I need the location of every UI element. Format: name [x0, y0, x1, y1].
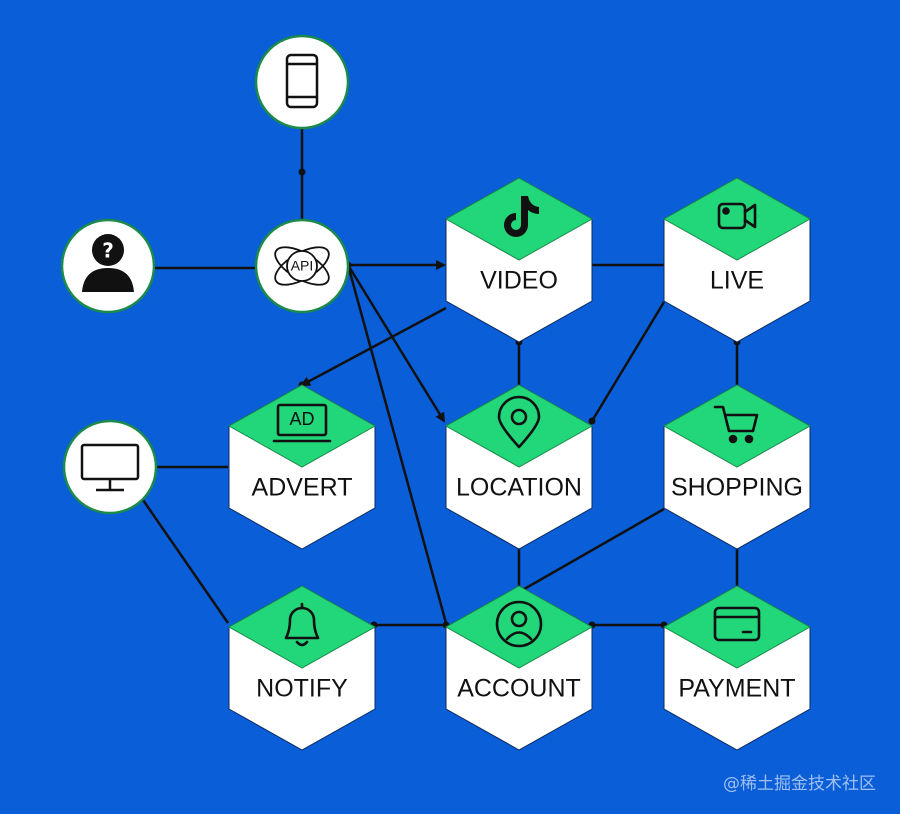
- edge-api-account: [346, 264, 448, 624]
- phone-icon: [285, 53, 319, 109]
- hex-top: [662, 585, 812, 669]
- api-label: API: [291, 258, 314, 274]
- hex-nodes: VIDEO LIVE AD ADVERT LOCATION SHOPPING NOTIFY A…: [227, 177, 812, 751]
- hex-top: [444, 384, 594, 468]
- node-label-live: LIVE: [710, 267, 764, 295]
- unknown-user-icon: ?: [82, 234, 134, 292]
- hex-node-location: LOCATION: [444, 384, 594, 550]
- watermark: @稀土掘金技术社区: [723, 774, 876, 794]
- hex-node-notify: NOTIFY: [227, 585, 377, 751]
- monitor-icon: [80, 443, 140, 492]
- edge-location-live: [590, 301, 666, 422]
- hex-top: [227, 384, 377, 468]
- hex-node-payment: PAYMENT: [662, 585, 812, 751]
- api-node: API: [254, 218, 350, 314]
- node-label-shopping: SHOPPING: [671, 474, 803, 502]
- ad-badge-label: AD: [289, 409, 314, 429]
- hex-top: [662, 384, 812, 468]
- credit-card-icon: [713, 606, 761, 642]
- hex-node-video: VIDEO: [444, 177, 594, 343]
- node-label-location: LOCATION: [456, 474, 582, 502]
- phone-node: [254, 34, 350, 130]
- api-icon: [274, 246, 330, 286]
- user-icon: [495, 600, 543, 648]
- node-label-account: ACCOUNT: [457, 675, 581, 703]
- node-label-advert: ADVERT: [252, 474, 353, 502]
- hex-node-shopping: SHOPPING: [662, 384, 812, 550]
- hex-top: [444, 177, 594, 261]
- unknown-user-node: ?: [60, 218, 156, 314]
- hex-top: [662, 177, 812, 261]
- hex-top: [227, 585, 377, 669]
- tiktok-icon: [504, 196, 539, 237]
- ad-icon: AD: [272, 403, 332, 443]
- monitor-node: [62, 419, 158, 515]
- node-label-notify: NOTIFY: [256, 675, 348, 703]
- node-label-payment: PAYMENT: [678, 675, 795, 703]
- edge-video-advert: [300, 306, 447, 387]
- hex-node-account: ACCOUNT: [444, 585, 594, 751]
- hex-node-advert: AD ADVERT: [227, 384, 377, 550]
- map-pin-icon: [497, 395, 541, 449]
- bell-icon: [284, 602, 320, 647]
- edge-account-shopping: [518, 507, 665, 594]
- video-camera-icon: [717, 202, 757, 230]
- node-label-video: VIDEO: [480, 267, 558, 295]
- edge-monitor-notify: [141, 499, 230, 624]
- hex-node-live: LIVE: [662, 177, 812, 343]
- svg-text:?: ?: [102, 239, 114, 263]
- edge-api-location: [346, 264, 446, 423]
- shopping-cart-icon: [713, 405, 759, 444]
- connections: [141, 128, 739, 627]
